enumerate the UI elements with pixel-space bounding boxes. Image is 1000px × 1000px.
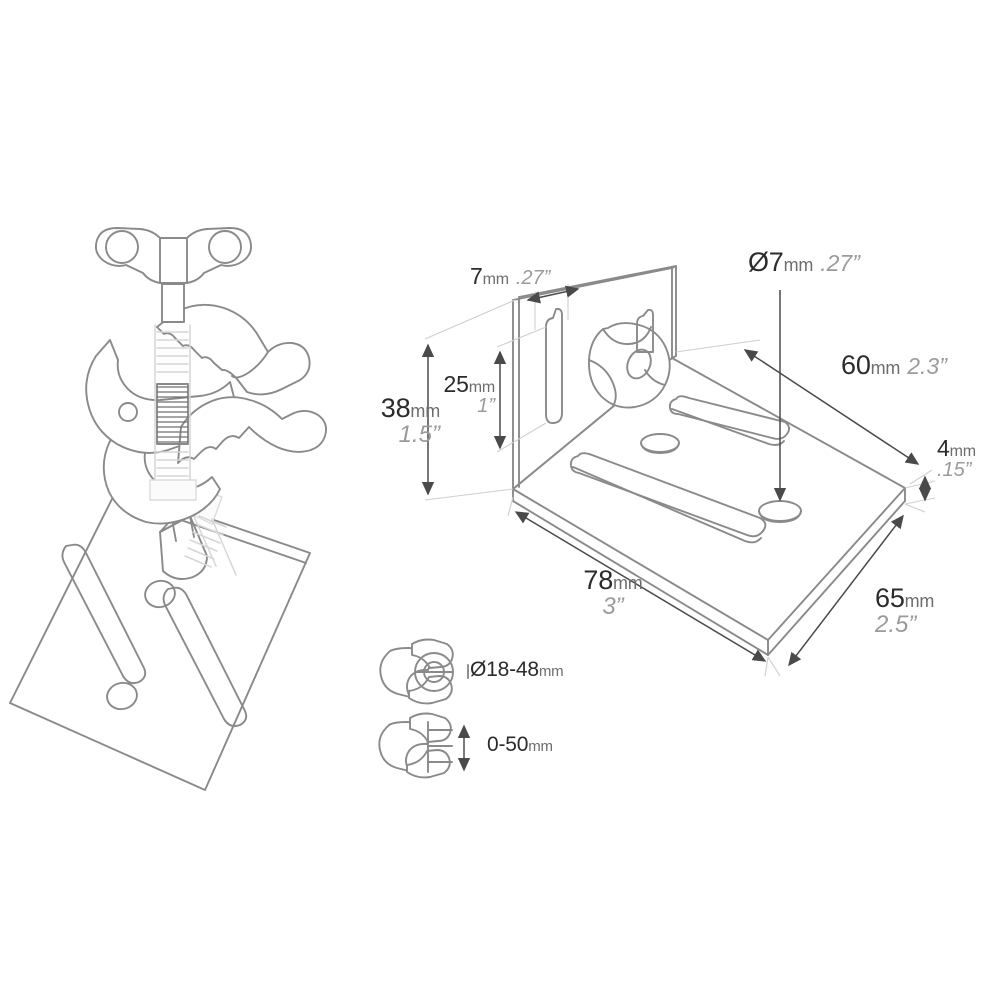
label-inch: .27” — [820, 250, 860, 276]
label-value: 4 — [937, 435, 950, 461]
clamp-threaded-rod — [149, 324, 197, 501]
ext-25mm-top — [496, 326, 547, 348]
label-value: 60 — [841, 350, 871, 380]
bracket-knob — [588, 308, 671, 409]
label-unit: mm — [528, 738, 553, 755]
clamp-shaft — [161, 283, 185, 323]
label-value: Ø7 — [748, 247, 784, 277]
label-inch: .27” — [515, 267, 551, 289]
label-unit: mm — [783, 255, 814, 275]
label-unit: mm — [949, 443, 976, 460]
bracket-back-slot — [545, 307, 563, 425]
view-main-assembly — [9, 227, 328, 791]
clamp-lower-serrated-jaw — [177, 396, 328, 464]
label-value: Ø18-48 — [470, 658, 539, 681]
label-plate-depth: 60mm 2.3” — [841, 350, 947, 380]
label-value: 65 — [875, 583, 905, 613]
label-unit: mm — [613, 573, 643, 593]
label-unit: mm — [538, 663, 564, 680]
detail-icons — [378, 638, 471, 779]
label-hole-diameter: Ø7mm .27” — [748, 247, 860, 277]
label-inch: 2.5” — [875, 610, 917, 638]
dimline-65mm — [788, 514, 904, 667]
label-unit: mm — [904, 591, 935, 611]
label-unit: mm — [468, 379, 495, 396]
ext-4mm-a — [904, 480, 936, 489]
label-value: 78 — [583, 565, 614, 595]
dimline-60mm — [743, 349, 920, 465]
label-round-grip-range: Ø18-48mm — [470, 658, 564, 681]
ext-65mm-a — [904, 503, 926, 513]
label-unit: mm — [410, 401, 440, 421]
dimension-lines — [421, 284, 936, 677]
ext-60mm-a — [675, 339, 761, 353]
ext-60mm-b — [909, 469, 933, 485]
dimline-7mm — [526, 285, 580, 304]
label-value: 0-50 — [487, 733, 529, 756]
label-unit: mm — [482, 271, 509, 288]
label-inch: .15” — [937, 459, 972, 482]
label-value: 7 — [470, 263, 483, 289]
ext-65mm-b — [767, 656, 781, 677]
label-inch: 3” — [602, 592, 624, 620]
clamp-upper-jaw — [156, 303, 311, 396]
label-inch: 2.3” — [907, 353, 947, 379]
detail-round-clamp — [379, 638, 454, 705]
label-plate-thickness: 4mm.15” — [937, 435, 976, 482]
label-flat-grip-range: 0-50mm — [487, 734, 553, 755]
ext-4mm-b — [904, 497, 936, 505]
label-inch: 1” — [477, 395, 495, 418]
dimline-78mm — [514, 511, 767, 662]
clamp-wing-nut — [94, 227, 253, 284]
mounting-plate — [9, 486, 311, 791]
ext-78mm-b — [764, 656, 769, 677]
label-inch: 1.5” — [398, 420, 440, 448]
label-value: 25 — [443, 371, 469, 397]
label-value: 38 — [380, 393, 411, 423]
ext-38mm-bottom — [424, 488, 514, 501]
label-unit: mm — [870, 358, 901, 378]
ext-78mm-a — [507, 496, 514, 517]
detail-flat-clamp — [378, 712, 453, 779]
ext-38mm-top — [424, 299, 516, 340]
label-plate-thickness-front: 7mm .27” — [470, 263, 551, 289]
